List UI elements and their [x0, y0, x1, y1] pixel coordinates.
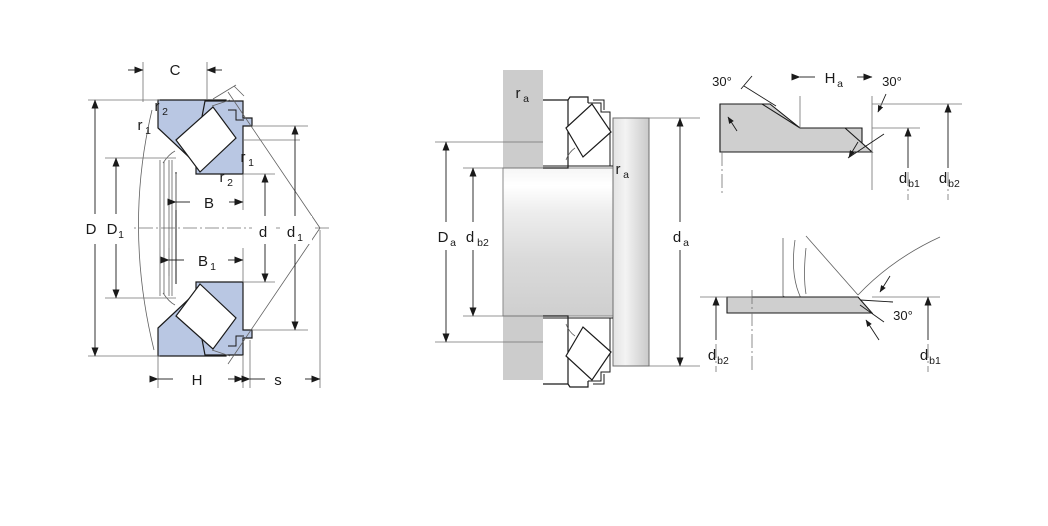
seat-bearing-curve-b [804, 247, 807, 295]
cone-line-lower [227, 227, 321, 365]
label-db2-mounting: d [466, 229, 474, 246]
housing-seat-upper-m [567, 96, 589, 103]
label-d1: d [287, 224, 295, 241]
envelope-arc [138, 109, 155, 351]
angle-leader-right-a [877, 93, 887, 113]
label-r1-left: r [138, 117, 143, 134]
tapered-roller-lower [175, 283, 237, 350]
seat-outer-arc [857, 236, 941, 296]
housing-washer-upper-m [543, 99, 569, 169]
label-Ha-sub: a [837, 78, 843, 90]
label-r2-right-sub: 2 [227, 177, 233, 189]
label-D1: D [107, 221, 118, 238]
label-angle-left-top: 30° [712, 74, 732, 89]
label-angle-bottom: 30° [893, 308, 913, 323]
seat-roller-line [805, 235, 859, 296]
label-db1-top-sub: b1 [908, 178, 920, 190]
label-ra-right-sub: a [623, 169, 629, 181]
tapered-roller-lower-m [565, 326, 612, 381]
label-c: C [170, 62, 181, 79]
label-da: d [673, 229, 681, 246]
housing-seat-lower-m [567, 381, 589, 388]
shaft-shoulder-detail-view: H a 30° 30° d b1 d b2 [712, 70, 962, 200]
label-ra-right: r [616, 161, 621, 178]
label-db2-bottom: d [708, 347, 716, 364]
label-r1-left-sub: 1 [145, 125, 151, 137]
label-da-sub: a [683, 237, 689, 249]
label-D1-mask [100, 214, 132, 244]
rib-arc-lower [162, 292, 176, 306]
label-d1-sub: 1 [297, 232, 303, 244]
label-d1-mask [280, 216, 312, 244]
washer-plate [726, 296, 874, 314]
label-D: D [86, 221, 97, 238]
label-B1: B [198, 253, 208, 270]
roller-edge-upper [211, 99, 231, 107]
washer-seat-detail-view: 30° d b2 d b1 [700, 235, 941, 372]
angle-arrow-bottom [865, 319, 880, 341]
label-db1-bottom: d [920, 347, 928, 364]
rib-arc-lower-m [565, 323, 576, 337]
label-d: d [259, 224, 267, 241]
cage-detail-upper [228, 109, 244, 121]
angle-leader-bottom-c [859, 304, 885, 323]
label-Ha: H [825, 70, 836, 87]
cone-line-upper [227, 91, 321, 229]
label-db2-mounting-sub: b2 [477, 237, 489, 249]
housing-washer-lower-m [543, 315, 569, 385]
label-db2-bottom-sub: b2 [717, 355, 729, 367]
angle-arrow-right [848, 141, 859, 158]
bearing-cross-section-view: C r 2 r 1 r 1 r 2 D D 1 B [78, 62, 330, 389]
cage-lip-upper-m [593, 99, 605, 110]
shaft-collar [612, 117, 650, 367]
label-s: s [274, 372, 282, 389]
label-ra-left: r [516, 85, 521, 102]
label-db1-bottom-sub: b1 [929, 355, 941, 367]
roller-edge-lower [211, 349, 231, 357]
label-db2-top: d [939, 170, 947, 187]
label-r2-right: r [220, 169, 225, 186]
cone-leader [212, 84, 237, 100]
shaft-body [502, 167, 614, 317]
mounting-arrangement-view: r a r a D a d b2 d a [430, 70, 700, 388]
tapered-roller-upper [175, 106, 237, 173]
shoulder-profile [719, 103, 874, 153]
angle-leader-left-a [740, 75, 753, 90]
tapered-roller-upper-m [565, 103, 612, 158]
cage-detail-lower [228, 335, 244, 347]
rib-arc-upper [162, 150, 176, 164]
label-Da-sub: a [450, 237, 456, 249]
cone-arrow-tick [233, 85, 245, 97]
angle-leader-left-b [743, 85, 777, 107]
angle-arrow-left [727, 116, 738, 132]
label-D-mask [78, 214, 104, 244]
label-d-mask [252, 216, 276, 244]
label-r2-top-sub: 2 [162, 106, 168, 118]
label-db1-top: d [899, 170, 907, 187]
label-r1-right: r [241, 149, 246, 166]
rib-arc-upper-m [565, 147, 576, 161]
cage-lip-lower-m [593, 374, 605, 385]
label-r1-right-sub: 1 [248, 157, 254, 169]
label-r2-top: r [155, 98, 160, 115]
label-db2m-mask [460, 222, 498, 250]
label-H: H [192, 372, 203, 389]
angle-leader-bottom-a [879, 275, 891, 293]
label-Da: D [438, 229, 449, 246]
label-angle-right-top: 30° [882, 74, 902, 89]
label-D1-sub: 1 [118, 229, 124, 241]
label-Da-mask [430, 222, 464, 250]
label-ra-left-sub: a [523, 93, 529, 105]
label-db2-top-sub: b2 [948, 178, 960, 190]
label-B1-sub: 1 [210, 261, 216, 273]
label-da-mask [666, 222, 696, 250]
angle-leader-bottom-b [859, 299, 894, 303]
label-B: B [204, 195, 214, 212]
